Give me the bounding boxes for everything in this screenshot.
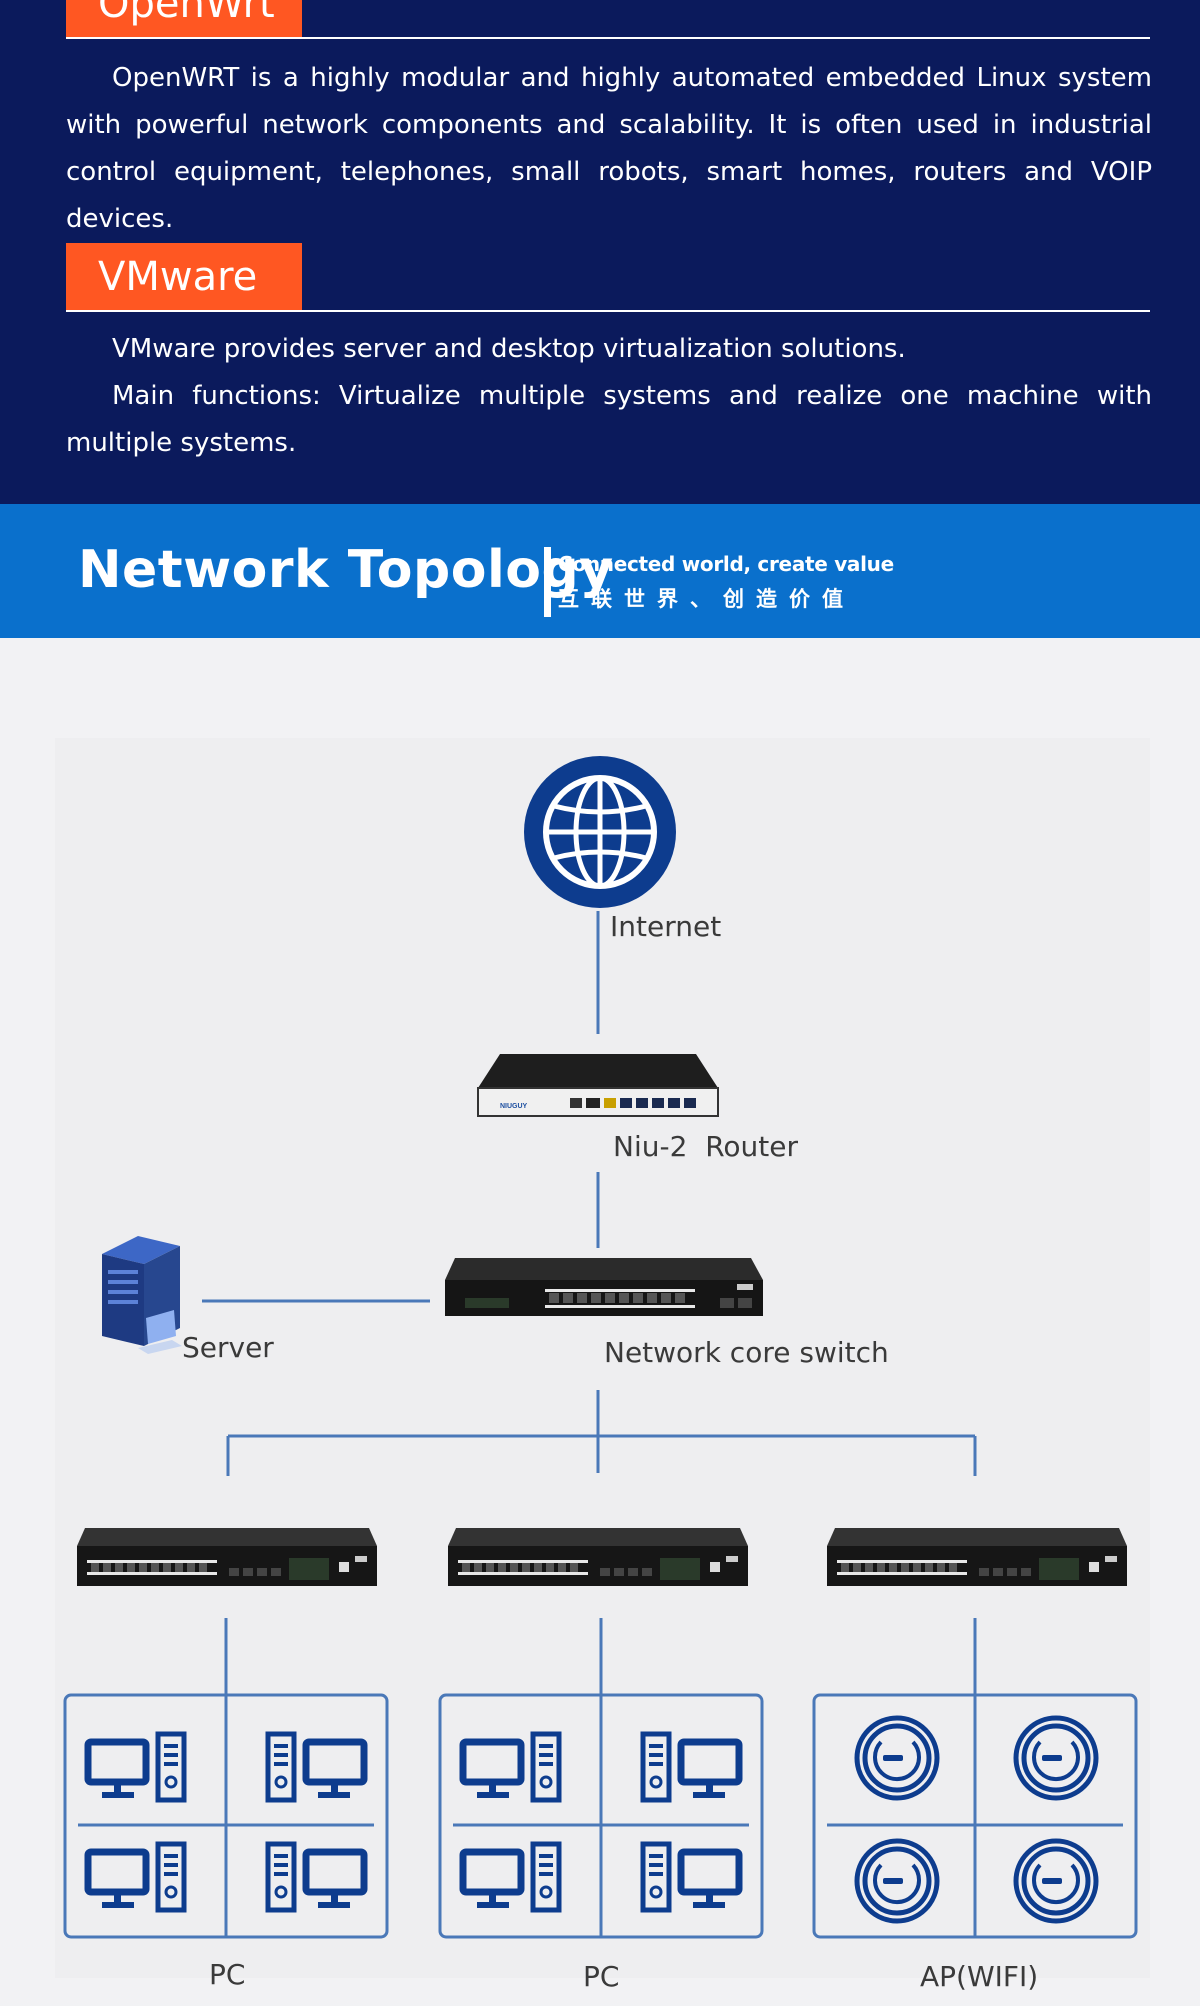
group-label-ap: AP(WIFI) (920, 1960, 1039, 1993)
internet-globe-icon (524, 756, 676, 908)
core-switch-label: Network core switch (604, 1336, 889, 1369)
server-label: Server (182, 1331, 274, 1364)
banner-slogan-cn: 互联世界、创造价值 (558, 587, 855, 611)
access-switch-3 (827, 1528, 1127, 1586)
topology-diagram: NIUGUY (0, 638, 1200, 2006)
group-label-pc-2: PC (583, 1960, 620, 1993)
router-label: Niu-2 Router (613, 1130, 798, 1163)
banner-slogan-en: Connected world, create value (558, 552, 894, 576)
section-rule-vmware (66, 310, 1150, 312)
section-tag-openwrt: OpenWrt (66, 0, 302, 38)
connector-lines (202, 911, 977, 1695)
server-icon (102, 1236, 182, 1354)
router-device: NIUGUY (477, 1054, 719, 1117)
section-tag-vmware: VMware (66, 243, 302, 311)
openwrt-description: OpenWRT is a highly modular and highly a… (66, 55, 1152, 243)
topology-drawing: NIUGUY (55, 738, 1150, 1978)
group-label-pc-1: PC (209, 1958, 246, 1991)
info-section: OpenWrt OpenWRT is a highly modular and … (0, 0, 1200, 504)
vmware-description: VMware provides server and desktop virtu… (66, 326, 1152, 467)
vmware-paragraph-2: Main functions: Virtualize multiple syst… (66, 381, 1152, 458)
access-switch-2 (448, 1528, 748, 1586)
openwrt-paragraph: OpenWRT is a highly modular and highly a… (66, 63, 1152, 234)
router-brand-label: NIUGUY (500, 1103, 528, 1110)
core-switch-device (445, 1258, 763, 1316)
internet-label: Internet (610, 910, 722, 943)
section-rule-openwrt (66, 37, 1150, 39)
banner-title: Network Topology (78, 540, 614, 600)
vmware-paragraph-1: VMware provides server and desktop virtu… (112, 334, 906, 364)
network-topology-banner: Network Topology Connected world, create… (0, 504, 1200, 638)
banner-divider (544, 547, 551, 617)
group-boxes (63, 1693, 1138, 1939)
access-switch-1 (77, 1528, 377, 1586)
